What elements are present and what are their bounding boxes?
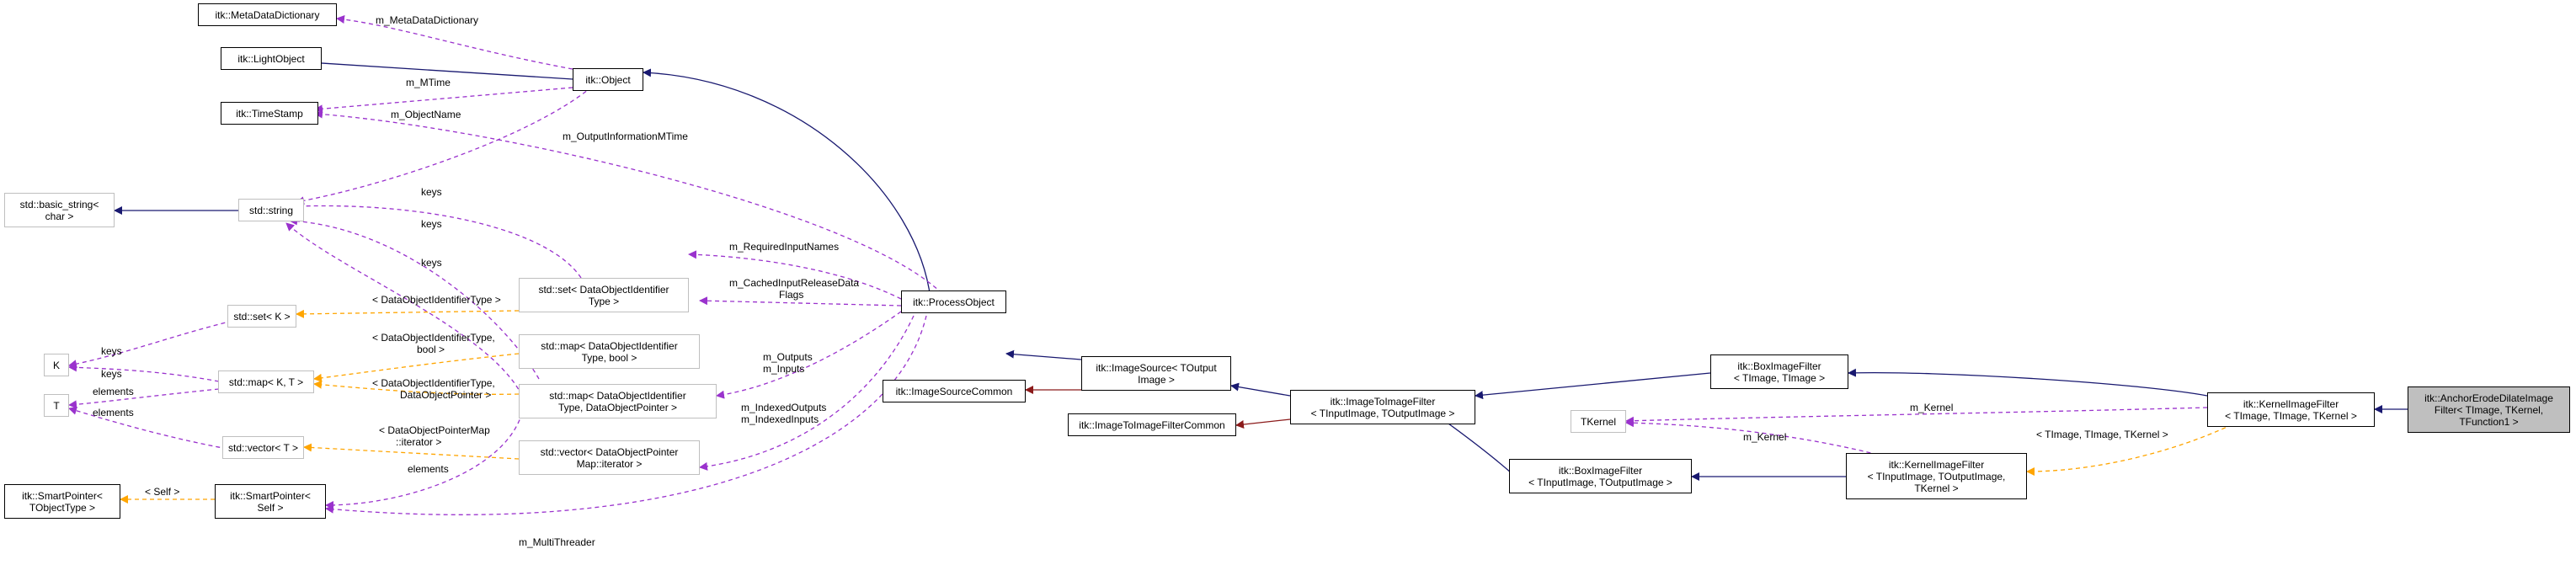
node-map-kt[interactable]: std::map< K, T > — [218, 370, 314, 393]
edge-label-keys-2: keys — [421, 218, 442, 230]
edge-imagetoimagefilter-boxfilter-ti — [1475, 372, 1711, 400]
node-timestamp[interactable]: itk::TimeStamp — [221, 102, 318, 125]
edge-label-dop-map-iterator: < DataObjectPointerMap::iterator > — [379, 424, 490, 448]
edge-label-keys-4: keys — [101, 345, 122, 357]
edge-boxfilter-ti-kernelfilter-tik — [1848, 368, 2208, 397]
node-map-doid-bool[interactable]: std::map< DataObjectIdentifier Type, boo… — [519, 334, 700, 369]
edge-label-doid-type-bool: < DataObjectIdentifierType,bool > — [372, 332, 495, 355]
node-kernelfilter-timage-tkernel[interactable]: itk::KernelImageFilter < TImage, TImage,… — [2207, 392, 2375, 427]
edge-t-mapkt — [68, 388, 220, 409]
edge-label-keys-5: keys — [101, 368, 122, 380]
node-string[interactable]: std::string — [238, 199, 304, 221]
node-set-doid-type[interactable]: std::set< DataObjectIdentifier Type > — [519, 278, 689, 312]
node-k[interactable]: K — [44, 354, 69, 376]
edge-mapdoidptr-processobject — [716, 311, 902, 399]
node-imagetoimagefilter[interactable]: itk::ImageToImageFilter < TInputImage, T… — [1290, 390, 1475, 424]
node-smartpointer-self[interactable]: itk::SmartPointer< Self > — [215, 484, 326, 519]
edge-label-keys-1: keys — [421, 186, 442, 198]
edge-vectort-vectordop — [303, 443, 520, 460]
edge-lightobject-object — [307, 58, 573, 80]
edge-string-mapdoidptr — [285, 222, 523, 397]
edge-label-m-outputinformationmtime: m_OutputInformationMTime — [563, 131, 688, 142]
node-object[interactable]: itk::Object — [573, 68, 643, 91]
node-map-doid-ptr[interactable]: std::map< DataObjectIdentifier Type, Dat… — [519, 384, 717, 418]
node-vector-t[interactable]: std::vector< T > — [222, 436, 304, 459]
node-t[interactable]: T — [44, 394, 69, 417]
edge-timestamp-object-mtime — [314, 87, 573, 114]
edge-smartptr-mapdoidptr-elements — [325, 412, 523, 509]
edge-object-processobject — [643, 68, 931, 300]
node-basic-string[interactable]: std::basic_string< char > — [4, 193, 115, 227]
edge-label-m-metadatadictionary: m_MetaDataDictionary — [376, 14, 478, 26]
edge-label-m-kernel-2: m_Kernel — [1743, 431, 1786, 443]
node-anchorerodedilateimagefilter[interactable]: itk::AnchorErodeDilateImage Filter< TIma… — [2408, 386, 2570, 433]
edge-label-m-kernel-1: m_Kernel — [1910, 402, 1953, 413]
edge-setk-setdoid — [296, 309, 520, 318]
edge-tkernel-kernelfilter-tik — [1625, 407, 2208, 425]
node-boxfilter-tinput-toutput[interactable]: itk::BoxImageFilter < TInputImage, TOutp… — [1509, 459, 1692, 493]
edge-label-m-objectname: m_ObjectName — [391, 109, 461, 120]
node-lightobject[interactable]: itk::LightObject — [221, 47, 322, 70]
node-smartpointer-tobjecttype[interactable]: itk::SmartPointer< TObjectType > — [4, 484, 120, 519]
edge-label-m-requiredinputnames: m_RequiredInputNames — [729, 241, 839, 253]
node-vector-dop-iterator[interactable]: std::vector< DataObjectPointer Map::iter… — [519, 440, 700, 475]
node-metadatadictionary[interactable]: itk::MetaDataDictionary — [198, 3, 337, 26]
edge-label-elements-2: elements — [93, 407, 134, 418]
edge-imagesource-imagetoimagefilter — [1230, 382, 1291, 397]
node-imagesource[interactable]: itk::ImageSource< TOutput Image > — [1081, 356, 1231, 391]
edge-label-m-multithreader: m_MultiThreader — [519, 536, 595, 548]
edge-label-doid-type: < DataObjectIdentifierType > — [372, 294, 501, 306]
edge-timestamp-processobject — [314, 109, 948, 300]
edge-label-timage-tkernel: < TImage, TImage, TKernel > — [2036, 429, 2168, 440]
edge-string-object-objectname — [296, 81, 599, 205]
edge-kernelfilter-tiok-tik — [2026, 420, 2240, 476]
edge-label-m-mtime: m_MTime — [406, 77, 451, 88]
edge-k-mapkt — [68, 363, 220, 382]
node-processobject[interactable]: itk::ProcessObject — [901, 290, 1006, 313]
edge-label-keys-3: keys — [421, 257, 442, 269]
edge-string-setdoid — [296, 201, 582, 279]
edge-label-self: < Self > — [145, 486, 179, 498]
node-imagesourcecommon[interactable]: itk::ImageSourceCommon — [883, 380, 1026, 402]
node-kernelfilter-tinput-toutput-tkernel[interactable]: itk::KernelImageFilter < TInputImage, TO… — [1846, 453, 2027, 499]
edge-label-elements-3: elements — [408, 463, 449, 475]
edge-vectordop-processobject — [699, 315, 915, 471]
node-tkernel[interactable]: TKernel — [1571, 410, 1626, 433]
edge-smartptr-processobject — [325, 315, 927, 515]
edge-imagetoimagefiltercommon-imagetoimagefilter — [1235, 418, 1291, 429]
edge-tkernel-kernelfilter-tiok — [1625, 418, 1879, 456]
edge-label-elements-1: elements — [93, 386, 134, 397]
edge-processobject-imagesource — [1005, 349, 1082, 360]
edge-metadatadictionary-object — [336, 15, 573, 70]
edge-mapkt-mapdoidptr — [313, 380, 520, 395]
edge-t-vectort — [68, 406, 228, 450]
edge-k-setk — [68, 320, 233, 369]
node-set-k[interactable]: std::set< K > — [227, 305, 296, 328]
node-boxfilter-timage[interactable]: itk::BoxImageFilter < TImage, TImage > — [1710, 354, 1848, 389]
edge-mapdoidbool-processobject — [699, 296, 902, 306]
edge-setdoid-processobject — [688, 250, 902, 300]
edge-label-doid-type-ptr: < DataObjectIdentifierType,DataObjectPoi… — [372, 377, 495, 401]
edge-mapkt-mapdoidbool — [313, 353, 520, 382]
node-imagetoimagefiltercommon[interactable]: itk::ImageToImageFilterCommon — [1068, 413, 1236, 436]
